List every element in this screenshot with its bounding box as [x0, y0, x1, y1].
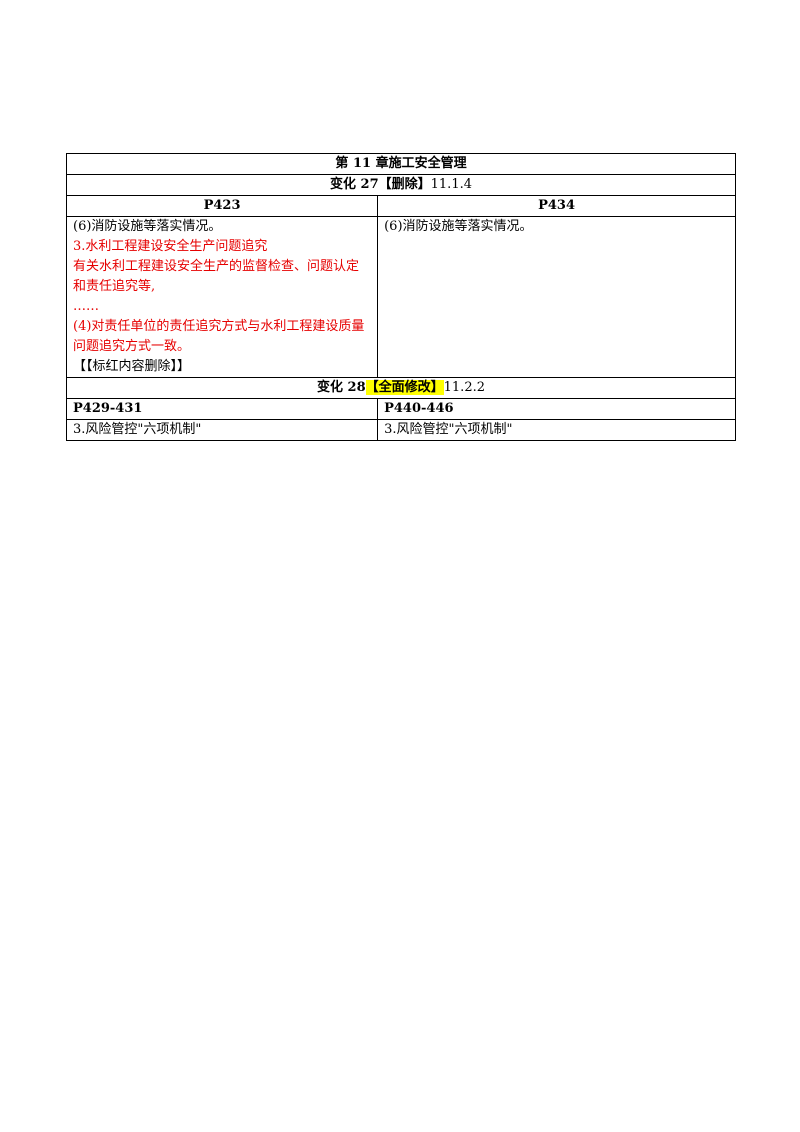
- left-line: (6)消防设施等落实情况。: [73, 219, 222, 234]
- left-content-cell: (6)消防设施等落实情况。 3.水利工程建设安全生产问题追究 有关水利工程建设安…: [65, 216, 379, 378]
- last-left-cell: 3.风险管控"六项机制": [65, 419, 379, 441]
- content-row-2: 3.风险管控"六项机制" 3.风险管控"六项机制": [65, 419, 736, 441]
- right-line: (6)消防设施等落实情况。: [384, 219, 533, 234]
- page-right-1: P434: [377, 195, 736, 217]
- change-27-prefix: 变化 27: [330, 177, 379, 192]
- change-27-header: 变化 27【删除】11.1.4: [66, 174, 736, 196]
- change-28-section: 11.2.2: [443, 380, 485, 395]
- chapter-title-row: 第 11 章施工安全管理: [66, 153, 736, 175]
- page-left-1: P423: [65, 195, 379, 217]
- change-27-row: 变化 27【删除】11.1.4: [66, 174, 736, 196]
- change-table: 第 11 章施工安全管理 变化 27【删除】11.1.4 P423 P434 (…: [65, 153, 736, 441]
- change-28-prefix: 变化 28: [317, 380, 366, 395]
- chapter-title: 第 11 章施工安全管理: [66, 153, 736, 175]
- pages-row-1: P423 P434: [65, 195, 736, 217]
- left-line: 【【标红内容删除】】: [73, 359, 191, 374]
- change-28-header: 变化 28【全面修改】11.2.2: [66, 377, 736, 399]
- pages-row-2: P429-431 P440-446: [65, 398, 736, 420]
- change-28-tag: 【全面修改】: [365, 380, 444, 395]
- change-28-row: 变化 28【全面修改】11.2.2: [66, 377, 736, 399]
- right-content-cell: (6)消防设施等落实情况。: [377, 216, 736, 378]
- left-line: 有关水利工程建设安全生产的监督检查、问题认定和责任追究等,: [73, 259, 360, 294]
- content-row-1: (6)消防设施等落实情况。 3.水利工程建设安全生产问题追究 有关水利工程建设安…: [65, 216, 736, 378]
- change-27-section: 11.1.4: [430, 177, 472, 192]
- change-27-tag: 【删除】: [378, 177, 431, 192]
- left-line: ……: [73, 299, 99, 314]
- left-line: 3.水利工程建设安全生产问题追究: [73, 239, 268, 254]
- page-left-2: P429-431: [65, 398, 379, 420]
- left-line: (4)对责任单位的责任追究方式与水利工程建设质量问题追究方式一致。: [73, 319, 365, 354]
- last-right-cell: 3.风险管控"六项机制": [377, 419, 736, 441]
- page-right-2: P440-446: [377, 398, 736, 420]
